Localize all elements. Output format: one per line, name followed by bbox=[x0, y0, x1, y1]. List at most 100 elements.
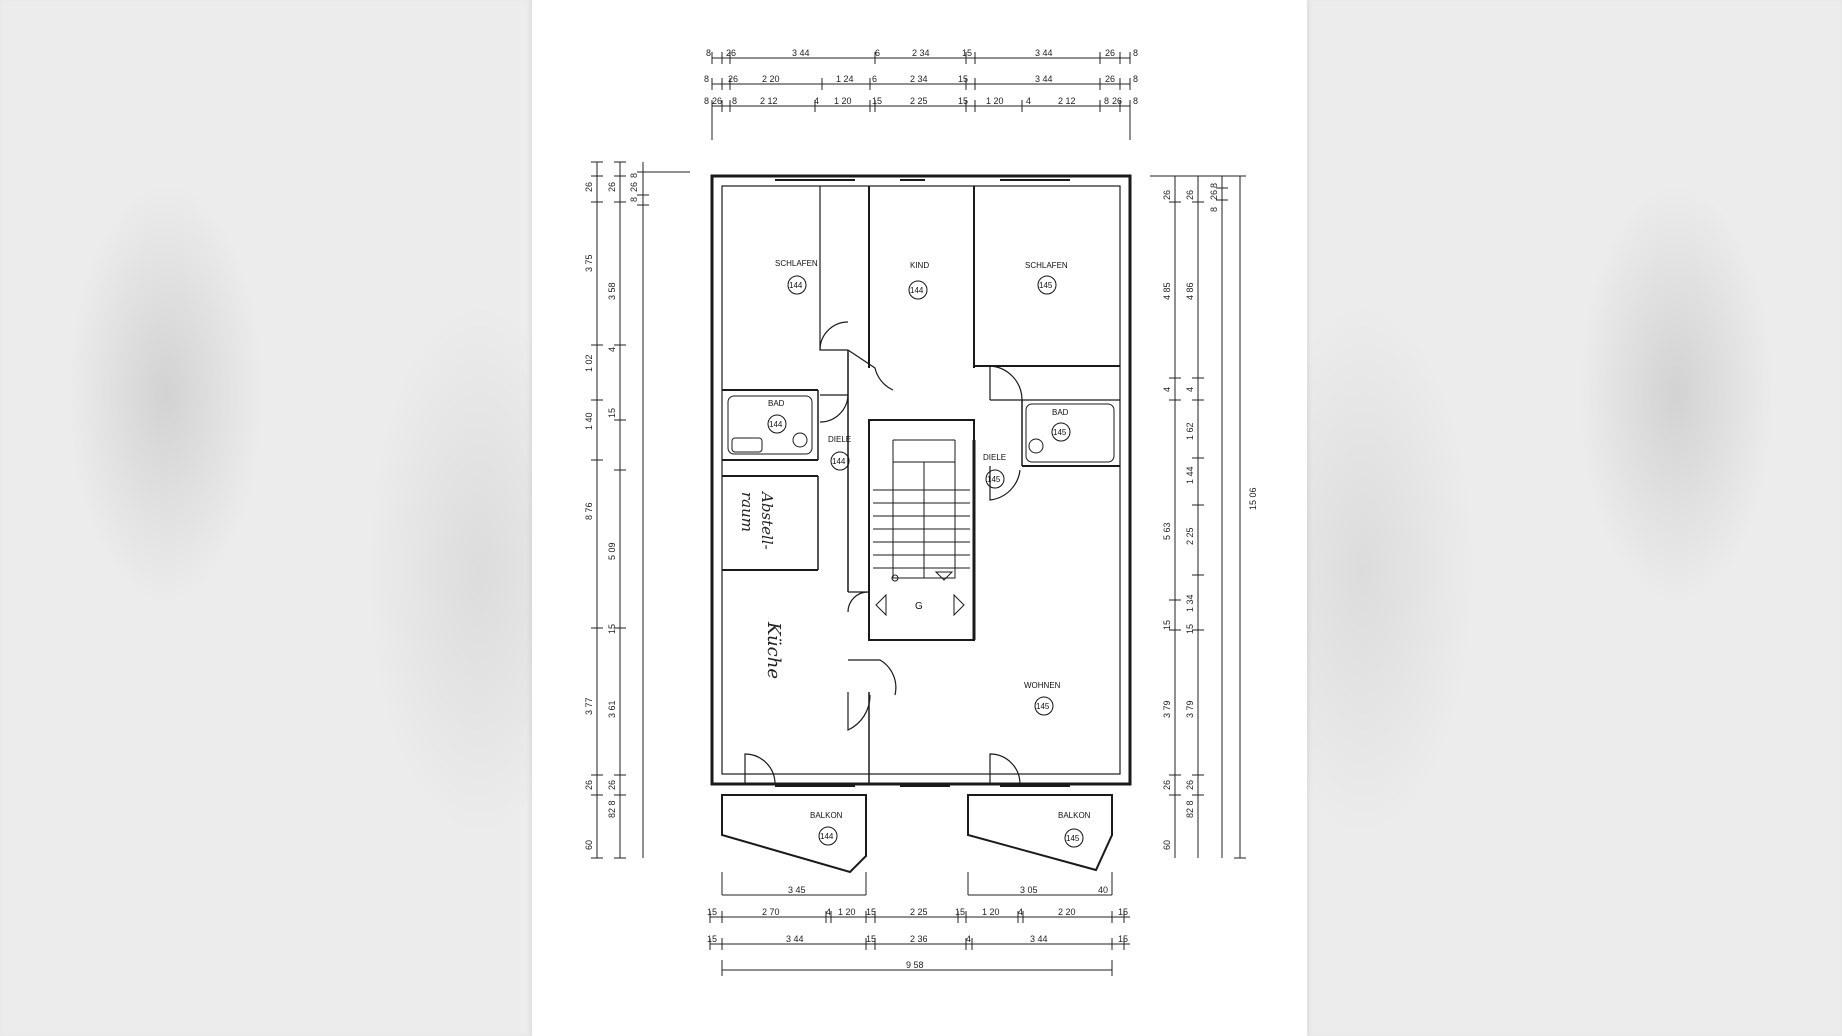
dim-label: 1 20 bbox=[986, 96, 1004, 106]
dim-label: 1 02 bbox=[584, 354, 594, 372]
room-wohnen: WOHNEN 145 bbox=[1024, 681, 1061, 716]
dim-label: 4 bbox=[826, 907, 831, 917]
dim-label: 40 bbox=[1098, 885, 1108, 895]
dim-label: 3 44 bbox=[1035, 74, 1053, 84]
dim-label: 26 bbox=[629, 182, 639, 192]
dim-label: 4 bbox=[607, 347, 617, 352]
dim-label: 5 09 bbox=[607, 542, 617, 560]
dim-label: 2 12 bbox=[1058, 96, 1076, 106]
room-label: BALKON bbox=[810, 811, 843, 820]
plan-sheet bbox=[532, 0, 1307, 1036]
dim-label: 1 44 bbox=[1185, 466, 1195, 484]
dim-label: 15 bbox=[955, 907, 965, 917]
stairs bbox=[873, 439, 970, 617]
dim-label: 8 bbox=[1104, 96, 1109, 106]
dim-label: 26 bbox=[1209, 190, 1219, 200]
handwritten-kueche: Küche bbox=[763, 621, 784, 679]
dim-label: 2 70 bbox=[762, 907, 780, 917]
dim-label: 15 bbox=[872, 96, 882, 106]
room-label: SCHLAFEN bbox=[1025, 261, 1068, 270]
left-dimension-chains bbox=[591, 161, 690, 859]
dim-label: 15 bbox=[958, 74, 968, 84]
room-label: DIELE bbox=[983, 453, 1006, 462]
dim-label: 15 bbox=[1118, 907, 1128, 917]
dim-label: 1 20 bbox=[982, 907, 1000, 917]
dim-label: 4 bbox=[966, 934, 971, 944]
dim-label: 4 86 bbox=[1185, 282, 1195, 300]
dim-label: 3 61 bbox=[607, 700, 617, 718]
dim-label: 4 85 bbox=[1162, 282, 1172, 300]
room-label: BAD bbox=[768, 399, 785, 408]
dim-label: 4 bbox=[1185, 387, 1195, 392]
room-bad-right: BAD 145 bbox=[1051, 408, 1071, 442]
dim-label: 8 bbox=[1133, 74, 1138, 84]
dim-label: 15 bbox=[707, 934, 717, 944]
bath-fixtures bbox=[727, 395, 1115, 463]
dim-label: 26 bbox=[1162, 780, 1172, 790]
bottom-dimension-chains bbox=[709, 872, 1130, 976]
room-label: SCHLAFEN bbox=[775, 259, 818, 268]
dim-label: 82 8 bbox=[1185, 800, 1195, 818]
dim-label: 8 bbox=[1209, 183, 1219, 188]
dim-label: 2 25 bbox=[1185, 527, 1195, 545]
dim-label: 1 20 bbox=[838, 907, 856, 917]
top-dimension-chains bbox=[711, 52, 1131, 140]
dim-label: 8 bbox=[732, 96, 737, 106]
balconies bbox=[721, 794, 1113, 874]
bottom-dimension-labels: 3 45 3 05 40 15 2 70 4 1 20 15 2 25 15 1… bbox=[707, 885, 1128, 970]
room-diele-right: DIELE 145 bbox=[983, 453, 1006, 489]
dim-label: 8 bbox=[1133, 96, 1138, 106]
dim-label: 15 bbox=[1185, 624, 1195, 634]
room-number: 145 bbox=[1066, 834, 1080, 843]
room-number: 144 bbox=[820, 832, 834, 841]
room-label: BALKON bbox=[1058, 811, 1091, 820]
stair-label: G bbox=[915, 601, 923, 612]
dim-label: 26 bbox=[607, 182, 617, 192]
dim-label: 15 bbox=[866, 934, 876, 944]
room-label: KIND bbox=[910, 261, 929, 270]
room-number: 145 bbox=[1036, 702, 1050, 711]
room-number: 145 bbox=[1039, 281, 1053, 290]
dim-label: 3 79 bbox=[1162, 700, 1172, 718]
handwritten-abstell-1: Abstell- bbox=[758, 490, 776, 550]
dim-label: 2 20 bbox=[762, 74, 780, 84]
dim-label: 26 bbox=[607, 780, 617, 790]
room-number: 144 bbox=[769, 420, 783, 429]
walls bbox=[710, 174, 1132, 787]
room-schlafen-right: SCHLAFEN 145 bbox=[1025, 261, 1068, 295]
dim-label: 2 34 bbox=[910, 74, 928, 84]
dim-label: 3 44 bbox=[792, 48, 810, 58]
right-dimension-chains bbox=[1150, 175, 1246, 859]
dim-label: 6 bbox=[872, 74, 877, 84]
dim-label: 15 bbox=[958, 96, 968, 106]
dim-label: 1 62 bbox=[1185, 422, 1195, 440]
dim-label: 26 bbox=[1105, 48, 1115, 58]
dim-label: 26 bbox=[584, 780, 594, 790]
dim-label: 8 bbox=[704, 96, 709, 106]
dim-label: 8 bbox=[1133, 48, 1138, 58]
dim-label: 15 bbox=[607, 624, 617, 634]
dim-label: 2 25 bbox=[910, 907, 928, 917]
dim-label: 8 bbox=[706, 48, 711, 58]
dim-label: 15 bbox=[1118, 934, 1128, 944]
room-kind: KIND 144 bbox=[908, 261, 929, 300]
dim-total-label: 9 58 bbox=[906, 960, 924, 970]
dim-total-label: 15 06 bbox=[1248, 487, 1258, 510]
dim-label: 2 36 bbox=[910, 934, 928, 944]
dim-label: 3 44 bbox=[1030, 934, 1048, 944]
dim-label: 15 bbox=[707, 907, 717, 917]
dim-label: 26 bbox=[728, 74, 738, 84]
doors bbox=[744, 321, 1023, 785]
top-dimension-labels: 8 26 3 44 6 2 34 15 3 44 26 8 8 26 2 20 … bbox=[704, 48, 1138, 106]
dim-label: 26 bbox=[584, 182, 594, 192]
dim-label: 26 bbox=[712, 96, 722, 106]
room-labels: SCHLAFEN 144 KIND 144 SCHLAFEN 145 BAD 1… bbox=[767, 259, 1091, 848]
dim-label: 3 44 bbox=[786, 934, 804, 944]
dim-label: 8 bbox=[704, 74, 709, 84]
handwritten-abstell-2: raum bbox=[738, 492, 756, 532]
room-diele-left: DIELE 144 bbox=[828, 435, 851, 471]
dim-label: 15 bbox=[866, 907, 876, 917]
dim-label: 8 bbox=[629, 173, 639, 178]
room-balkon-left: BALKON 144 bbox=[810, 811, 843, 846]
